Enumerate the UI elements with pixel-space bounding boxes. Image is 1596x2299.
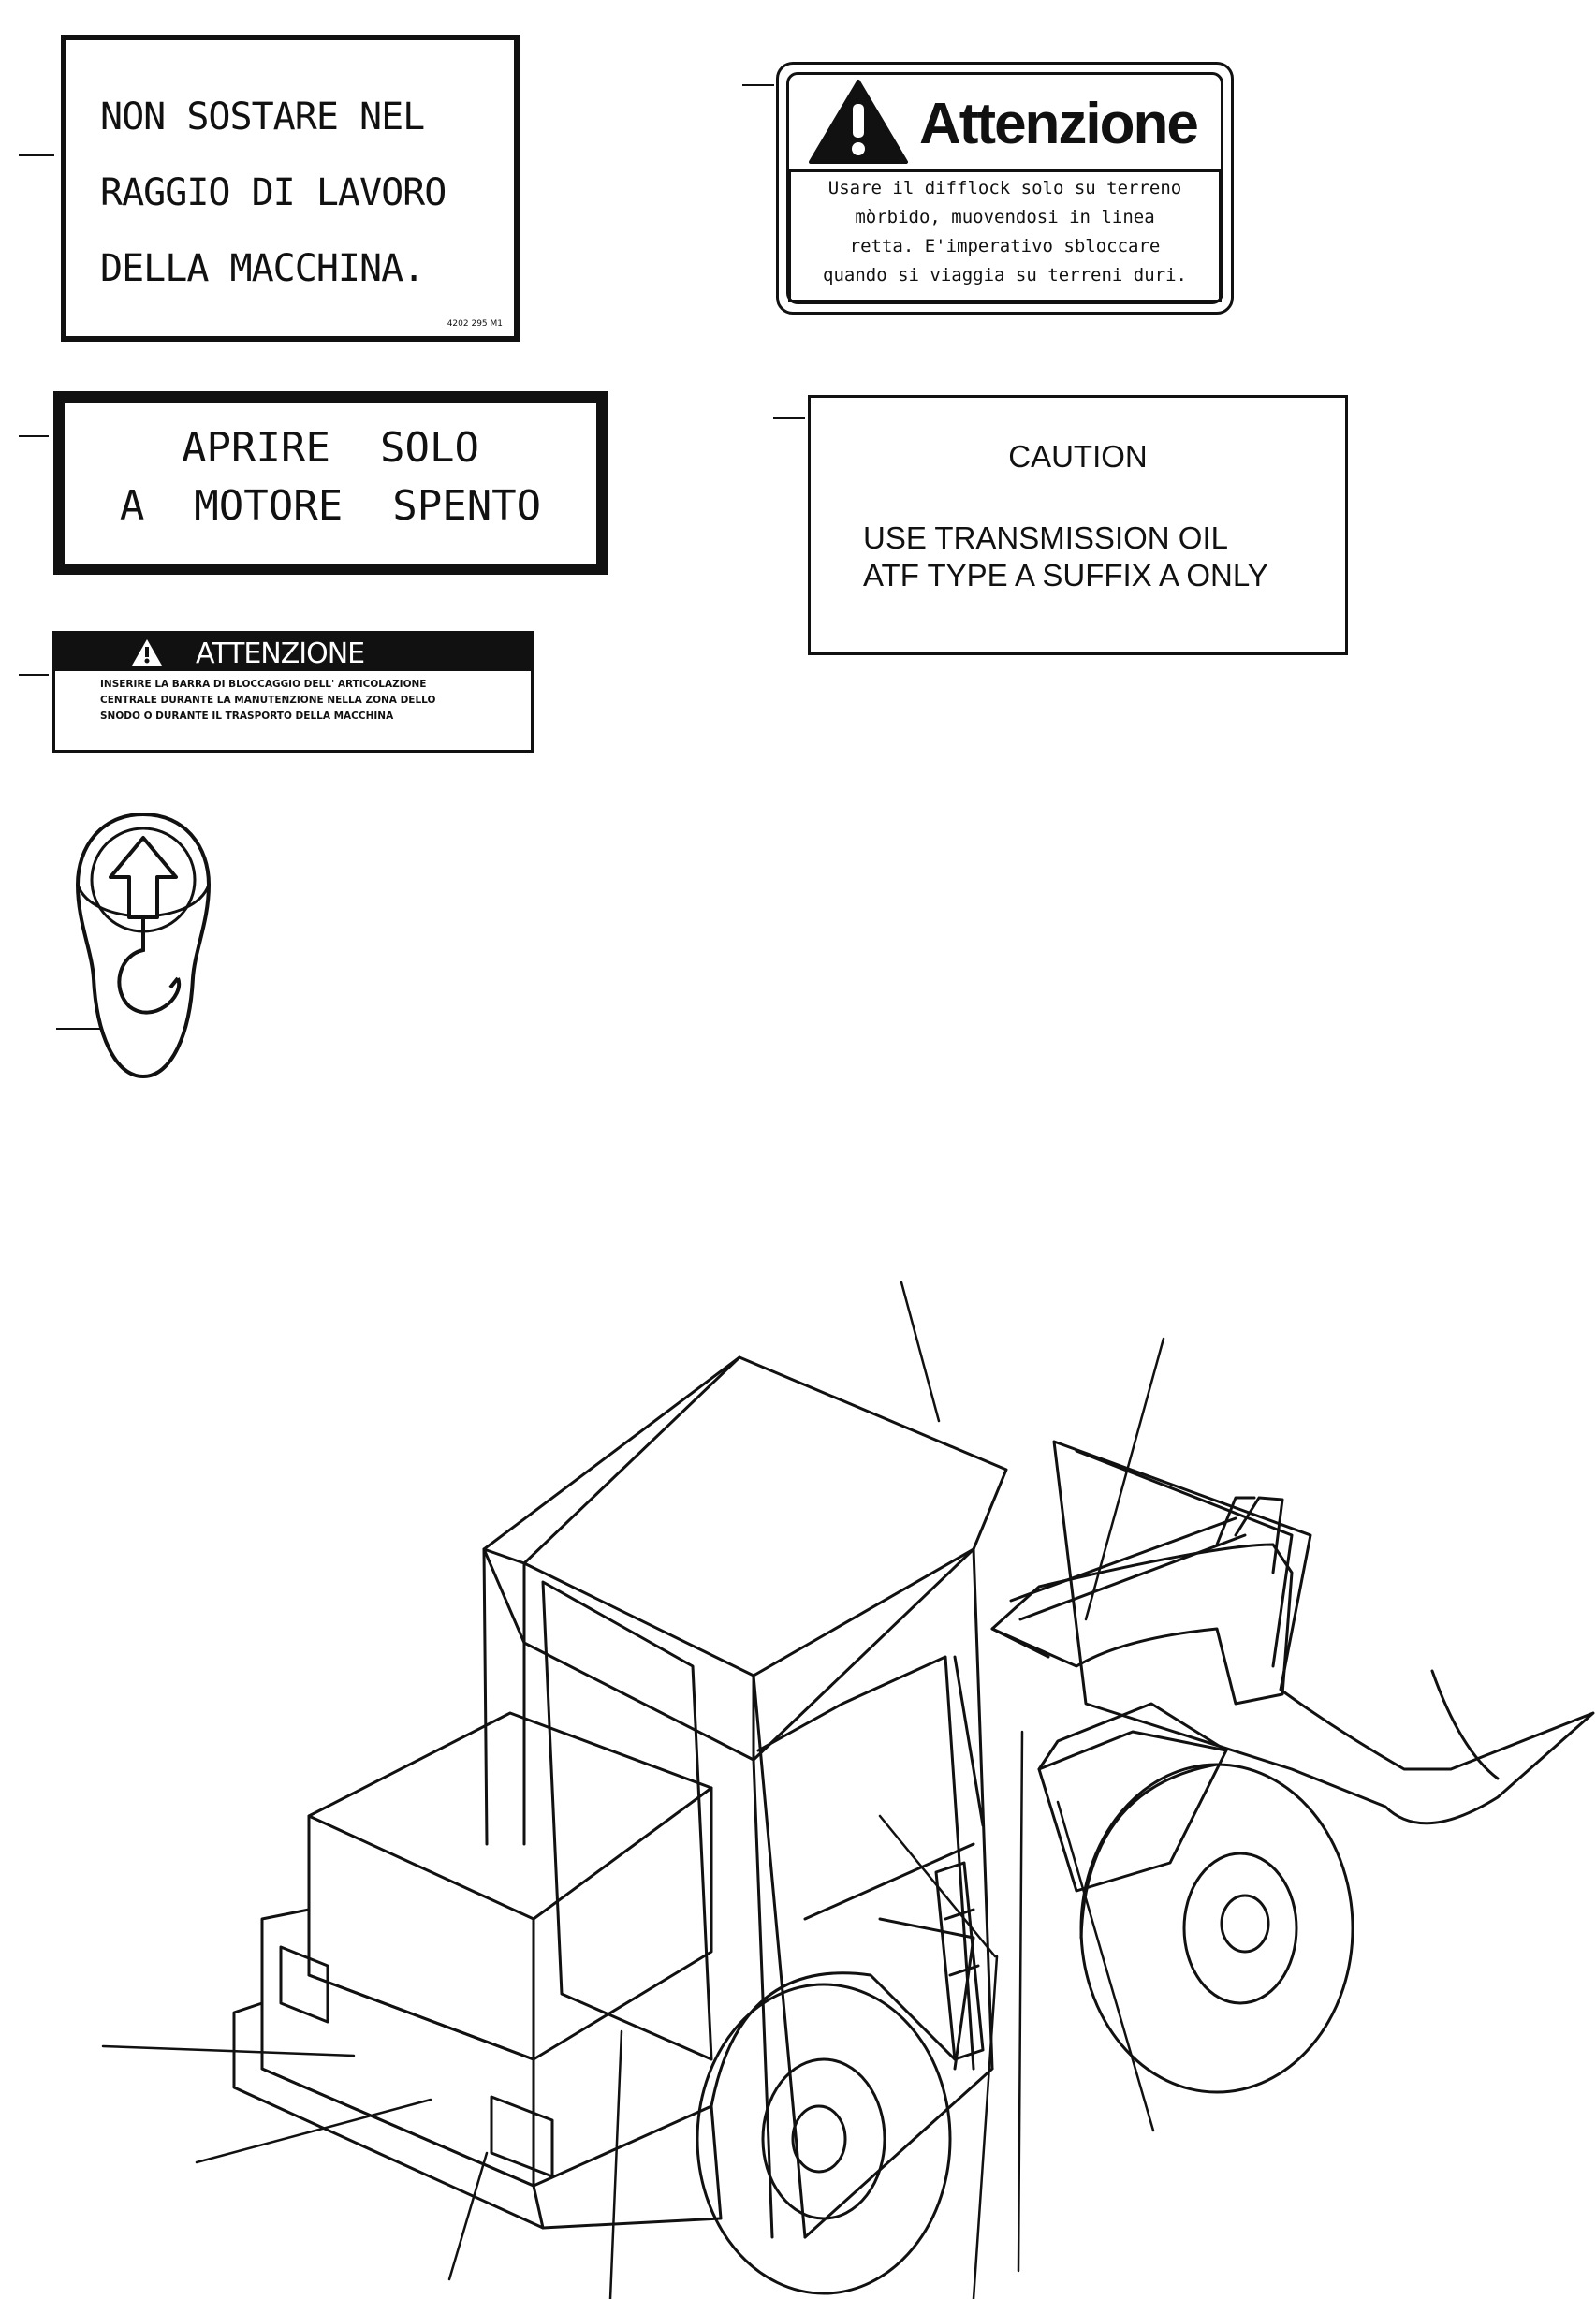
leader-line-transmission-oil: [773, 417, 805, 419]
decal-no-standing: NON SOSTARE NEL RAGGIO DI LAVORO DELLA M…: [61, 35, 520, 342]
decal-line: mòrbido, muovendosi in linea: [855, 207, 1155, 227]
leader-line-lifting-hook: [56, 1028, 101, 1030]
decal-line: USE TRANSMISSION OIL: [863, 520, 1228, 555]
decal-engine-off-text: APRIRE SOLO A MOTORE SPENTO: [65, 419, 596, 535]
decal-line: SNODO O DURANTE IL TRASPORTO DELLA MACCH…: [100, 710, 394, 722]
decal-message: Usare il difflock solo su terreno mòrbid…: [788, 169, 1222, 302]
decal-title: ATTENZIONE: [196, 637, 365, 670]
decal-line: A MOTORE SPENTO: [119, 482, 542, 530]
warning-triangle-icon: [132, 639, 162, 666]
decal-engine-off: APRIRE SOLO A MOTORE SPENTO: [53, 391, 608, 575]
wheel-loader-drawing: [101, 1281, 1595, 2299]
decal-body: USE TRANSMISSION OIL ATF TYPE A SUFFIX A…: [863, 520, 1268, 594]
part-leader-lines: [101, 1281, 1165, 2299]
decal-transmission-oil: CAUTION USE TRANSMISSION OIL ATF TYPE A …: [808, 395, 1348, 655]
decal-line: NON SOSTARE NEL: [100, 95, 425, 139]
decal-body: INSERIRE LA BARRA DI BLOCCAGGIO DELL' AR…: [100, 677, 435, 725]
loader-lift-arm: [990, 1496, 1294, 1706]
front-wheel: [1079, 1763, 1354, 2094]
decal-line: INSERIRE LA BARRA DI BLOCCAGGIO DELL' AR…: [100, 679, 427, 690]
decal-inner-frame: [786, 72, 1223, 304]
engine-hood: [232, 1711, 723, 2230]
decal-line: quando si viaggia su terreni duri.: [823, 265, 1187, 286]
decal-attenzione-difflock: Attenzione Usare il difflock solo su ter…: [776, 62, 1234, 315]
decal-line: RAGGIO DI LAVORO: [100, 171, 447, 214]
decal-line: DELLA MACCHINA.: [100, 247, 425, 290]
leader-line-engine-off: [19, 435, 49, 437]
decal-line: CENTRALE DURANTE LA MANUTENZIONE NELLA Z…: [100, 695, 436, 706]
cab: [482, 1355, 1008, 2239]
decal-line: Usare il difflock solo su terreno: [827, 178, 1182, 198]
decal-line: APRIRE SOLO: [182, 424, 479, 472]
decal-line: retta. E'imperativo sbloccare: [849, 236, 1161, 256]
loader-bucket: [1052, 1440, 1595, 1825]
leader-line-articulation: [19, 674, 49, 676]
warning-triangle-icon: [809, 80, 908, 164]
decal-part-code: 4202 295 M1: [447, 319, 503, 329]
decal-caption: CAUTION: [1008, 439, 1148, 474]
front-fender: [1037, 1702, 1228, 1893]
leader-line-no-standing: [19, 154, 54, 156]
decal-line: ATF TYPE A SUFFIX A ONLY: [863, 558, 1268, 593]
cab-steps: [934, 1861, 985, 2061]
decal-title: Attenzione: [919, 92, 1199, 156]
decal-no-standing-text: NON SOSTARE NEL RAGGIO DI LAVORO DELLA M…: [100, 80, 447, 307]
rear-wheel: [696, 1917, 975, 2295]
decal-attenzione-articulation: ATTENZIONE INSERIRE LA BARRA DI BLOCCAGG…: [52, 631, 534, 753]
lifting-hook-icon: [75, 812, 212, 1079]
leader-line-attenzione-difflock: [742, 84, 774, 86]
decal-header-bar: ATTENZIONE: [55, 634, 531, 671]
